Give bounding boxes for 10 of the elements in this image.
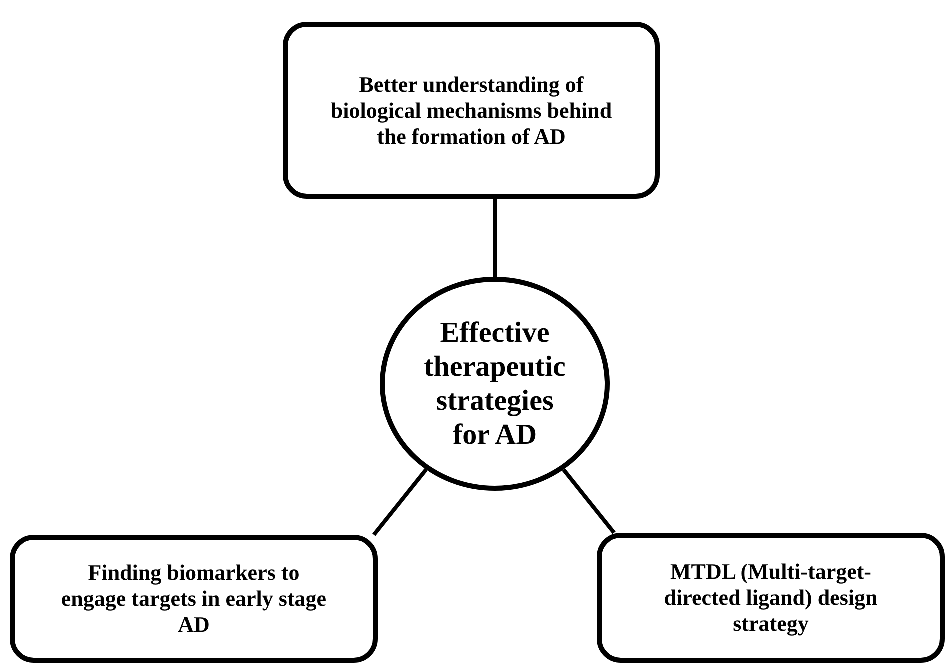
rounded-box <box>597 533 945 663</box>
node-text: Effective therapeutic strategies for AD <box>423 316 567 452</box>
node-text: Finding biomarkers to engage targets in early stage AD <box>60 560 328 638</box>
rounded-box <box>10 535 378 663</box>
node-text: Better understanding of biological mechanisms behind the formation of AD <box>330 72 614 150</box>
connector-line <box>562 468 616 534</box>
connector-line <box>493 199 497 277</box>
node-text: MTDL (Multi-target-directed ligand) design strategy <box>663 559 879 637</box>
connector-line <box>372 468 428 536</box>
rounded-box <box>283 22 660 199</box>
